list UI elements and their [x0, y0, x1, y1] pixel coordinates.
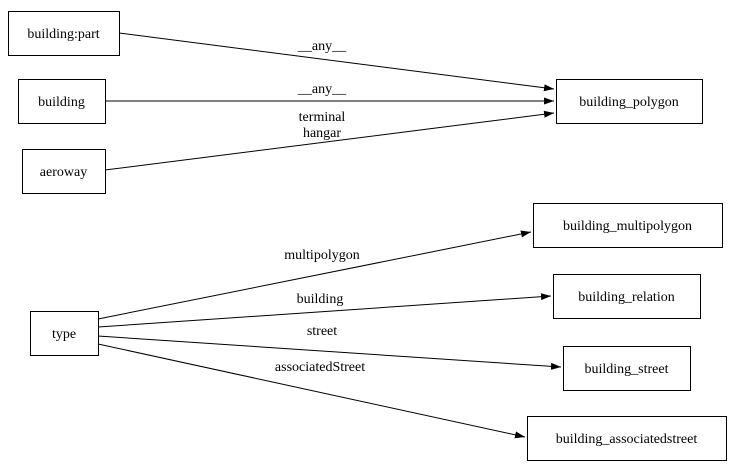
node-box-aeroway: [22, 149, 106, 194]
edge-label-type-to-building-relation: building: [297, 292, 344, 307]
edge-type-to-building-multipolygon: [97, 230, 532, 320]
node-building-associatedstreet: building_associatedstreet: [527, 416, 727, 461]
edge-building-part-to-building-polygon: [118, 32, 555, 92]
node-box-building-multipolygon: [533, 203, 723, 248]
edge-label-building-to-building-polygon: __any__: [297, 82, 347, 97]
node-box-building-associatedstreet: [527, 416, 727, 461]
edge-label-aeroway-to-building-polygon: hangar: [303, 126, 341, 141]
node-label-building: building: [38, 95, 85, 110]
node-box-building-relation: [553, 274, 701, 319]
node-building-relation: building_relation: [553, 274, 701, 319]
edge-label-type-to-building-associatedstreet: associatedStreet: [275, 360, 365, 375]
node-box-type: [30, 311, 99, 356]
node-label-building-associatedstreet: building_associatedstreet: [556, 432, 698, 447]
node-building-polygon: building_polygon: [556, 79, 703, 124]
node-type: type: [30, 311, 99, 356]
node-label-building-relation: building_relation: [578, 290, 674, 305]
edge-type-to-building-relation: [97, 293, 552, 328]
node-building: building: [18, 79, 106, 124]
node-label-building-multipolygon: building_multipolygon: [563, 219, 692, 234]
node-building-street: building_street: [563, 346, 691, 391]
node-building-multipolygon: building_multipolygon: [533, 203, 723, 248]
node-label-building-street: building_street: [585, 362, 669, 377]
node-label-building-polygon: building_polygon: [579, 95, 679, 110]
node-building-part: building:part: [8, 11, 120, 56]
node-label-aeroway: aeroway: [40, 165, 87, 180]
edge-label-type-to-building-multipolygon: multipolygon: [284, 248, 359, 263]
nodes-layer: building:part building aeroway type building…: [8, 11, 727, 461]
edge-label-building-part-to-building-polygon: __any__: [297, 39, 347, 54]
node-box-building-street: [563, 346, 691, 391]
edge-aeroway-to-building-polygon: [104, 110, 555, 171]
node-aeroway: aeroway: [22, 149, 106, 194]
node-box-building-part: [8, 11, 120, 56]
node-label-building-part: building:part: [27, 27, 99, 42]
node-box-building: [18, 79, 106, 124]
edge-label-aeroway-to-building-polygon: terminal: [299, 110, 346, 125]
node-label-type: type: [52, 327, 76, 342]
edge-type-to-building-street: [97, 335, 562, 370]
node-box-building-polygon: [556, 79, 703, 124]
edge-type-to-building-associatedstreet: [97, 343, 526, 439]
edge-label-type-to-building-street: street: [307, 324, 337, 339]
